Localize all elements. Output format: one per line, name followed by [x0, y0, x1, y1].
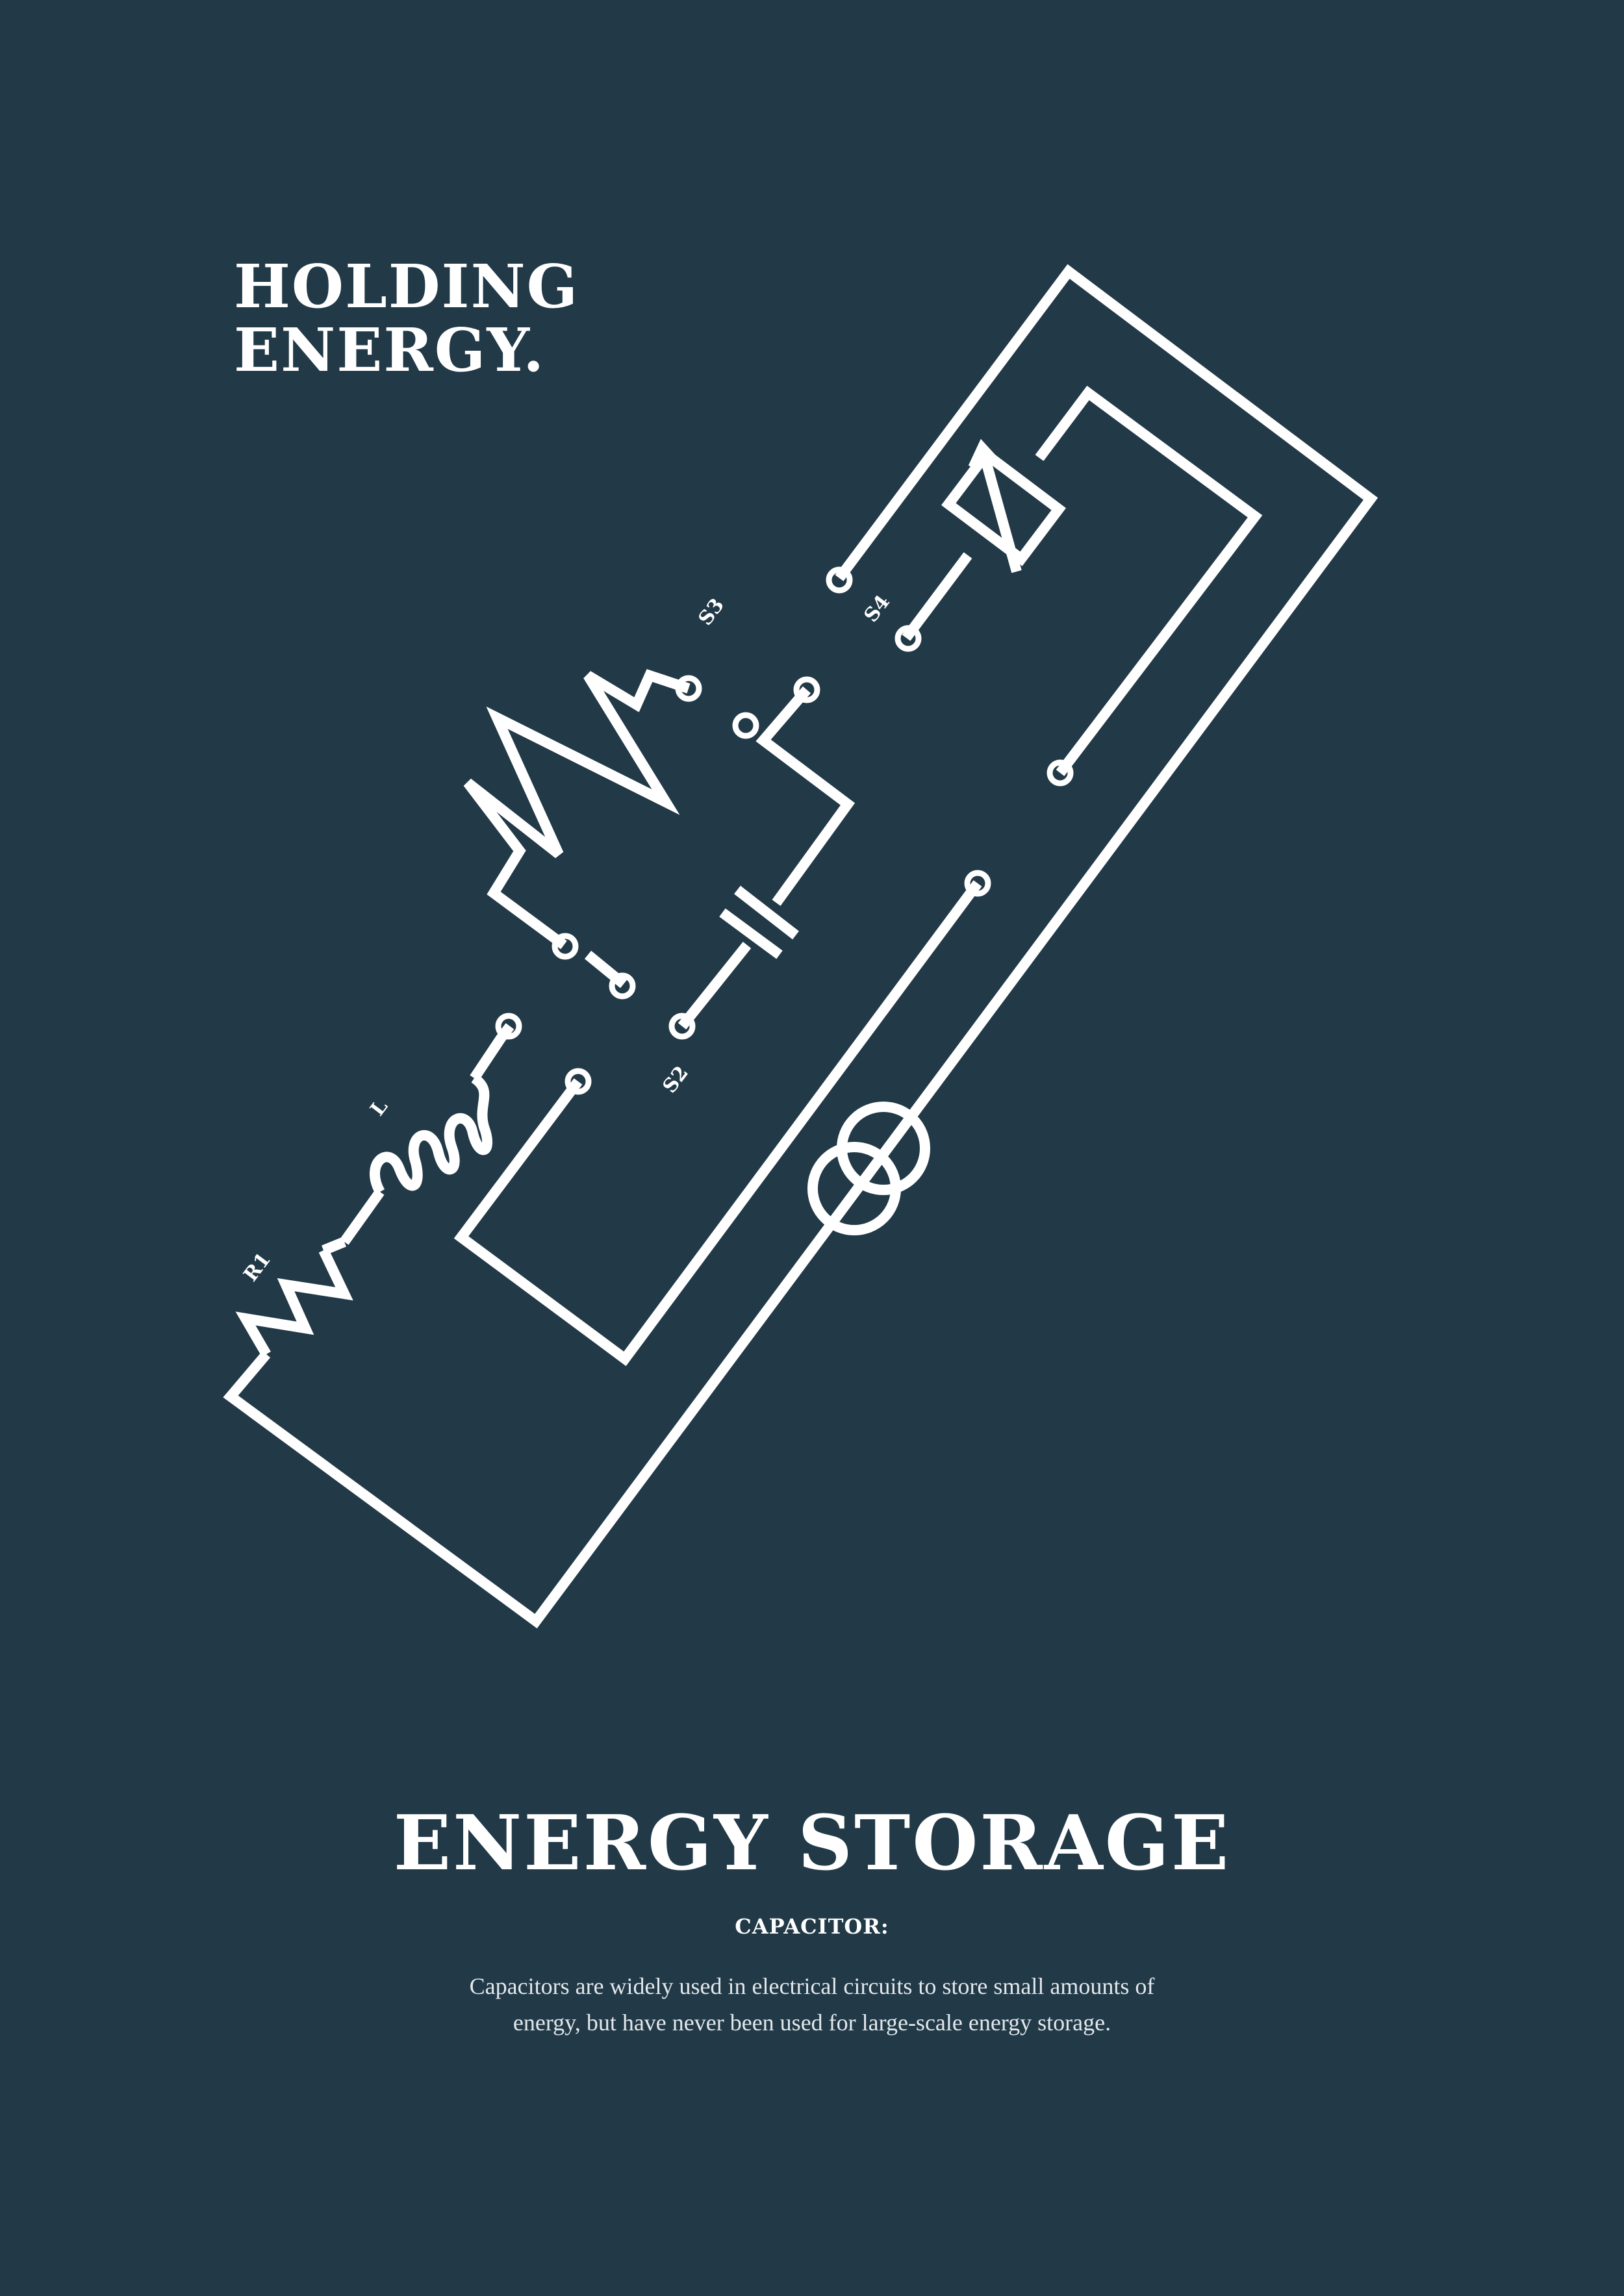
inner-wire [453, 880, 982, 1367]
label-l: L [366, 1096, 392, 1120]
description-line-2: energy, but have never been used for lar… [513, 2010, 1111, 2036]
terminal-inner-left [565, 1068, 592, 1095]
terminal-cap-upper-1 [793, 676, 820, 703]
terminal-cap-upper-2 [732, 712, 759, 739]
resistor-large-icon [463, 669, 691, 950]
variable-resistor-arrow [979, 453, 1022, 574]
label-s3: S3 [694, 594, 729, 630]
terminal-inner-right [964, 870, 991, 897]
resistor-r1-icon [235, 1248, 353, 1357]
variable-resistor-icon [941, 447, 1066, 566]
terminal-s2 [668, 1013, 696, 1040]
description-line-1: Capacitors are widely used in electrical… [469, 1973, 1155, 1999]
wire-inductor-terminal [470, 1023, 514, 1081]
wire-s4-varres [902, 552, 972, 641]
headline: HOLDING ENERGY. [234, 255, 579, 382]
terminal-s4-left [826, 566, 853, 594]
terminal-inductor [495, 1013, 522, 1040]
terminal-switch-right [609, 972, 636, 1000]
capacitor-plate-1 [719, 908, 783, 959]
headline-line-1: HOLDING [234, 251, 579, 322]
label-s2: S2 [658, 1062, 693, 1098]
terminal-varres-end [1047, 759, 1074, 787]
subtitle: CAPACITOR: [735, 1914, 889, 1939]
wire-r1-inductor [321, 1189, 385, 1255]
capacitor-plate-2 [734, 885, 799, 940]
label-s4: S4 [859, 591, 894, 627]
circuit-diagram: R1 L S2 S3 S4 [223, 264, 1378, 1629]
description: Capacitors are widely used in electrical… [364, 1968, 1260, 2041]
wire-capacitor-upper [755, 686, 856, 906]
label-r1: R1 [239, 1248, 275, 1286]
terminal-resistor-low [552, 933, 579, 960]
terminal-s3-right [675, 675, 702, 702]
headline-line-2: ENERGY. [234, 315, 546, 385]
variable-resistor-arrowhead [968, 438, 999, 470]
transformer-coil-2 [807, 1142, 901, 1235]
terminal-s4-right [894, 625, 922, 652]
wire-varres-right [1035, 385, 1263, 776]
outer-wire [223, 264, 1378, 1629]
title: ENERGY STORAGE [393, 1799, 1231, 1887]
wire-capacitor-lower [678, 942, 752, 1029]
inductor-l-icon [370, 1074, 493, 1194]
